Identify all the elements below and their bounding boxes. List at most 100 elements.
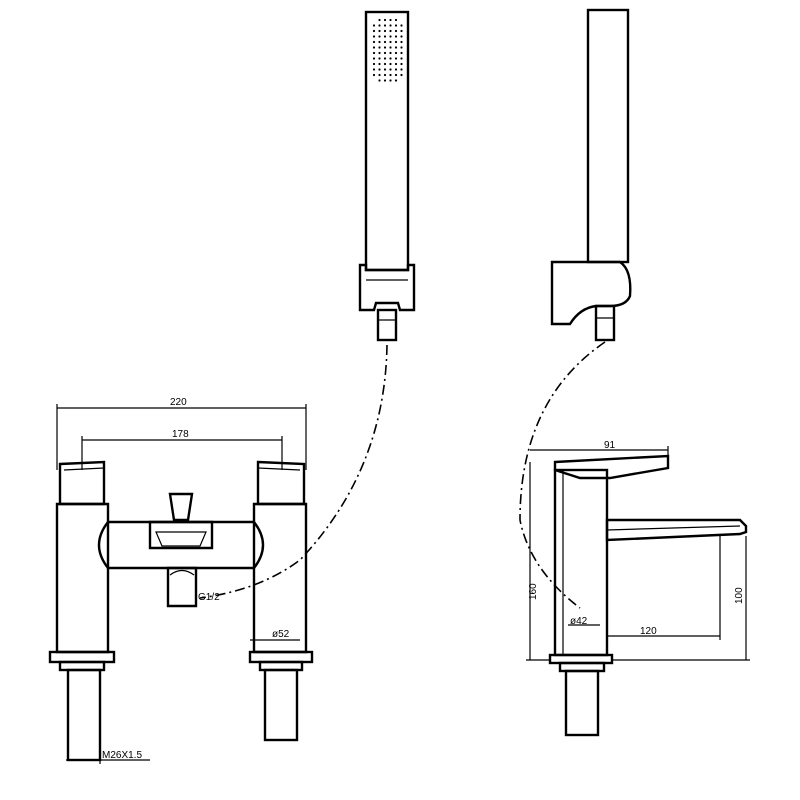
spray-hole <box>400 57 403 60</box>
spray-hole <box>394 79 398 82</box>
spray-hole <box>394 73 398 77</box>
spray-hole <box>394 51 398 55</box>
spout-outlet <box>166 566 198 608</box>
spray-hole <box>389 40 392 44</box>
shower-spray-holes <box>372 18 403 82</box>
spray-hole <box>400 29 403 33</box>
spray-hole <box>394 57 398 60</box>
diverter-knob <box>168 492 194 522</box>
spray-hole <box>394 68 398 71</box>
spray-hole <box>372 40 376 44</box>
spray-hole <box>389 73 392 77</box>
spray-hole <box>394 40 398 44</box>
spray-hole <box>383 18 387 22</box>
spray-hole <box>383 79 387 82</box>
spray-hole <box>389 24 392 27</box>
spray-hole <box>400 46 403 49</box>
spray-hole <box>389 51 392 55</box>
dim-inlet-label: G1/2 <box>198 592 220 603</box>
dim-base-dia-side-label: ø42 <box>570 616 588 627</box>
spray-hole <box>378 62 381 66</box>
spray-hole <box>383 29 387 33</box>
spray-hole <box>378 79 381 82</box>
spray-hole <box>383 57 387 60</box>
spray-hole <box>378 35 381 38</box>
spray-hole <box>389 18 392 22</box>
right-base <box>248 650 314 742</box>
spray-hole <box>372 46 376 49</box>
spray-hole <box>394 35 398 38</box>
dim-thread-label: M26X1.5 <box>102 750 142 761</box>
spray-hole <box>378 51 381 55</box>
dim-base-dia-front-label: ø52 <box>272 629 290 640</box>
spray-hole <box>372 24 376 27</box>
dim-100-label: 100 <box>734 587 745 604</box>
spray-hole <box>383 73 387 77</box>
spray-hole <box>383 68 387 71</box>
spray-hole <box>389 68 392 71</box>
spray-hole <box>394 29 398 33</box>
spray-hole <box>383 40 387 44</box>
spray-hole <box>372 62 376 66</box>
hand-shower-front <box>358 10 416 342</box>
spray-hole <box>372 68 376 71</box>
spray-hole <box>400 62 403 66</box>
dim-160-label: 160 <box>528 583 539 600</box>
side-spout <box>605 518 748 542</box>
dim-178-label: 178 <box>172 429 189 440</box>
spray-hole <box>394 24 398 27</box>
spray-hole <box>372 51 376 55</box>
spray-hole <box>378 73 381 77</box>
shower-handle-side <box>586 8 630 264</box>
center-body <box>97 520 265 570</box>
dim-220-label: 220 <box>170 397 187 408</box>
spray-hole <box>400 68 403 71</box>
spray-hole <box>372 57 376 60</box>
spray-hole <box>383 24 387 27</box>
side-handle-lever <box>553 454 670 480</box>
spray-hole <box>389 62 392 66</box>
spray-hole <box>378 40 381 44</box>
spray-hole <box>389 57 392 60</box>
spray-hole <box>400 40 403 44</box>
bath-filler-side: 91 160 100 ø42 120 <box>526 440 750 737</box>
hose-front <box>199 344 388 599</box>
spray-hole <box>383 62 387 66</box>
spray-hole <box>400 51 403 55</box>
hose-connector-side <box>594 304 616 342</box>
spray-hole <box>394 46 398 49</box>
spray-hole <box>378 24 381 27</box>
left-pillar <box>55 502 110 654</box>
diverter-base <box>148 520 214 550</box>
shower-holder-side <box>550 260 632 326</box>
hose-connector-front <box>376 308 398 342</box>
dim-120-label: 120 <box>640 626 657 637</box>
spray-hole <box>372 73 376 77</box>
shower-handle-front <box>364 10 410 272</box>
spray-hole <box>400 24 403 27</box>
left-base <box>48 650 116 762</box>
dim-91-label: 91 <box>604 440 616 451</box>
spray-hole <box>383 35 387 38</box>
spray-hole <box>378 46 381 49</box>
spray-hole <box>378 57 381 60</box>
hand-shower-side <box>550 8 632 342</box>
bath-filler-front: 220 178 G1/2 ø52 M26X1.5 <box>48 397 314 764</box>
spray-hole <box>378 18 381 22</box>
shower-holder-front <box>358 263 416 312</box>
spray-hole <box>394 62 398 66</box>
spray-hole <box>383 46 387 49</box>
spray-hole <box>389 79 392 82</box>
spray-hole <box>389 46 392 49</box>
spray-hole <box>400 35 403 38</box>
spray-hole <box>400 73 403 77</box>
spray-hole <box>394 18 398 22</box>
spray-hole <box>372 29 376 33</box>
spray-hole <box>383 51 387 55</box>
spray-hole <box>378 68 381 71</box>
spray-hole <box>389 35 392 38</box>
spray-hole <box>372 35 376 38</box>
spray-hole <box>389 29 392 33</box>
spray-hole <box>378 29 381 33</box>
